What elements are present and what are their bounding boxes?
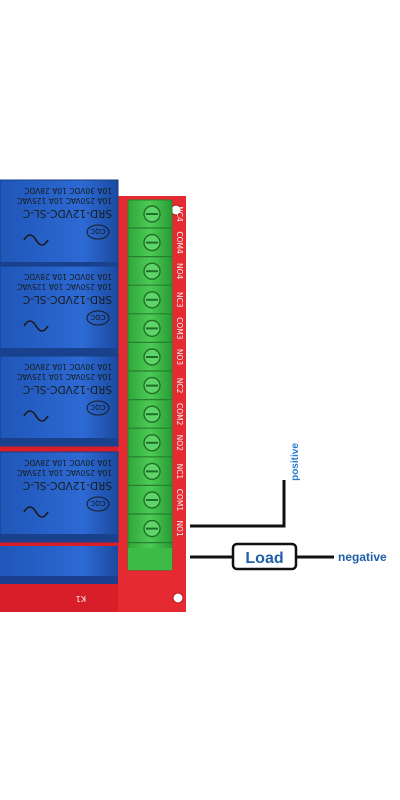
ul-logo-icon [23,320,49,332]
terminal-label: NO3 [175,349,184,366]
terminal-screw-no1: NO1 [128,519,184,544]
relay-rating-text: 10A 250VAC 10A 125VAC [17,282,112,291]
terminal-screw-no3: NO3 [128,348,184,372]
terminal-label: NC2 [175,378,184,394]
positive-label: positive [290,443,301,481]
terminal-label: COM3 [175,317,184,340]
wiring-annotation: Load positive negative [190,443,387,571]
terminal-label: NC3 [175,292,184,308]
terminal-label: NO1 [175,520,184,537]
ul-logo-icon [23,506,49,518]
relay-rating-text: 10A 250VAC 10A 125VAC [17,468,112,477]
cqc-mark-text: CQC [90,403,105,411]
cqc-mark-icon [86,496,110,512]
terminal-label: NO2 [175,435,184,452]
load-box [231,542,298,571]
terminal-screw-nc3: NC3 [128,291,184,315]
terminal-screw-com2: COM2 [128,403,184,429]
relay-rating-text: 10A 30VDC 10A 28VDC [24,272,112,281]
terminal-screw-no2: NO2 [128,434,184,458]
relay-model-text: SRD-12VDC-SL-C [23,293,112,305]
terminal-label: COM1 [175,489,184,512]
relay-model-text: SRD-12VDC-SL-C [23,207,112,219]
terminal-screw-com3: COM3 [128,317,184,343]
cqc-mark-text: CQC [90,313,105,321]
terminal-screw-nc1: NC1 [128,462,184,486]
terminal-screw-com4: COM4 [128,231,184,258]
terminal-label: COM4 [175,231,184,254]
relay-rating-text: 10A 250VAC 10A 125VAC [17,372,112,381]
negative-label: negative [338,550,387,564]
terminal-screw-no4: NO4 [128,262,184,286]
cqc-mark-icon [86,224,110,240]
terminal-label: NC1 [175,464,184,480]
relay-rating-text: 10A 250VAC 10A 125VAC [17,196,112,205]
relay-model-text: SRD-12VDC-SL-C [23,479,112,491]
relay-rating-text: 10A 30VDC 10A 28VDC [24,186,112,195]
relay-model-text: SRD-12VDC-SL-C [23,383,112,395]
load-label: Load [245,550,283,567]
relay-partial-bottom [0,546,118,584]
cqc-mark-icon [86,400,110,416]
terminal-screw-com1: COM1 [128,489,184,515]
terminal-label: NC4 [175,206,184,222]
ul-logo-icon [23,234,49,246]
terminal-label: COM2 [175,403,184,426]
relay-rating-text: 10A 30VDC 10A 28VDC [24,362,112,371]
cqc-mark-text: CQC [90,227,105,235]
terminal-screw-nc4: NC4 [128,205,184,229]
cqc-mark-icon [86,310,110,326]
terminal-screw-nc2: NC2 [128,376,184,401]
cqc-mark-text: CQC [90,499,105,507]
board-label-k1: K1 [76,594,86,603]
ul-logo-icon [23,410,49,422]
relay-rating-text: 10A 30VDC 10A 28VDC [24,458,112,467]
terminal-label: NO4 [175,263,184,280]
